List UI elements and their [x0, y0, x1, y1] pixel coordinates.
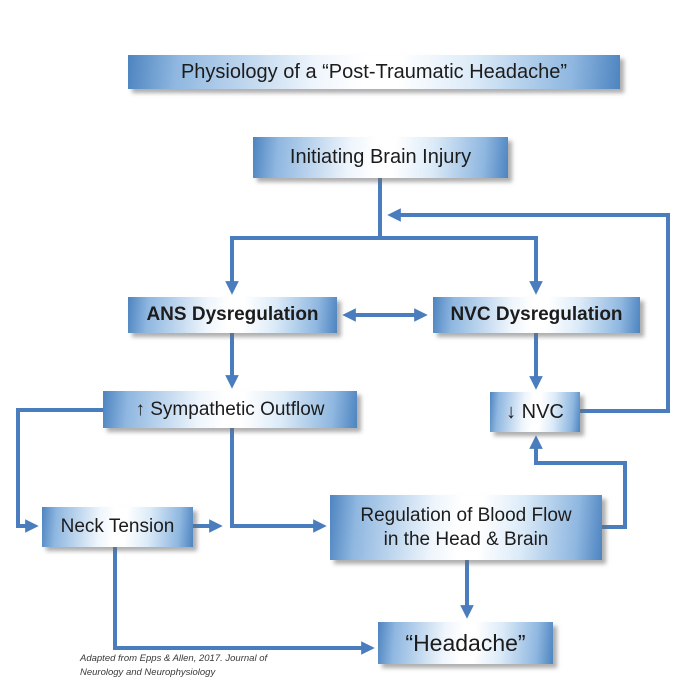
- arrow-nvc-feedback-loop: [387, 208, 670, 413]
- node-label-line1: Regulation of Blood Flow: [360, 505, 572, 527]
- node-label: ANS Dysregulation: [146, 304, 319, 326]
- arrow-regulation-to-decreased-nvc: [529, 435, 627, 529]
- node-label: NVC Dysregulation: [450, 304, 623, 326]
- node-ans-dysregulation: ANS Dysregulation: [128, 297, 337, 333]
- arrow-neck-to-headache: [113, 547, 375, 655]
- node-initiating-brain-injury: Initiating Brain Injury: [253, 137, 508, 178]
- arrow-sympathetic-to-regulation: [230, 428, 327, 533]
- arrow-sympathetic-to-neck: [16, 408, 103, 533]
- node-label: ↑ Sympathetic Outflow: [135, 398, 325, 420]
- diagram-title: Physiology of a “Post-Traumatic Headache…: [180, 60, 568, 83]
- node-headache: “Headache”: [378, 622, 553, 664]
- node-label: Initiating Brain Injury: [289, 146, 472, 169]
- node-blood-flow-regulation: Regulation of Blood Flow in the Head & B…: [330, 495, 602, 560]
- node-label: Neck Tension: [60, 516, 175, 538]
- node-nvc-dysregulation: NVC Dysregulation: [433, 297, 640, 333]
- attribution-text: Adapted from Epps & Allen, 2017. Journal…: [80, 652, 267, 680]
- node-label: ↓ NVC: [506, 400, 564, 423]
- node-decreased-nvc: ↓ NVC: [490, 392, 580, 432]
- node-label-line2: in the Head & Brain: [383, 528, 549, 550]
- attribution-line1: Adapted from Epps & Allen, 2017. Journal…: [80, 653, 268, 664]
- title-box: Physiology of a “Post-Traumatic Headache…: [128, 55, 620, 89]
- node-label: “Headache”: [405, 629, 526, 656]
- attribution-line2: Neurology and Neurophysiology: [80, 666, 216, 678]
- node-sympathetic-outflow: ↑ Sympathetic Outflow: [103, 391, 357, 428]
- arrow-branch-to-ans-and-nvc: [225, 236, 543, 295]
- node-neck-tension: Neck Tension: [42, 507, 193, 547]
